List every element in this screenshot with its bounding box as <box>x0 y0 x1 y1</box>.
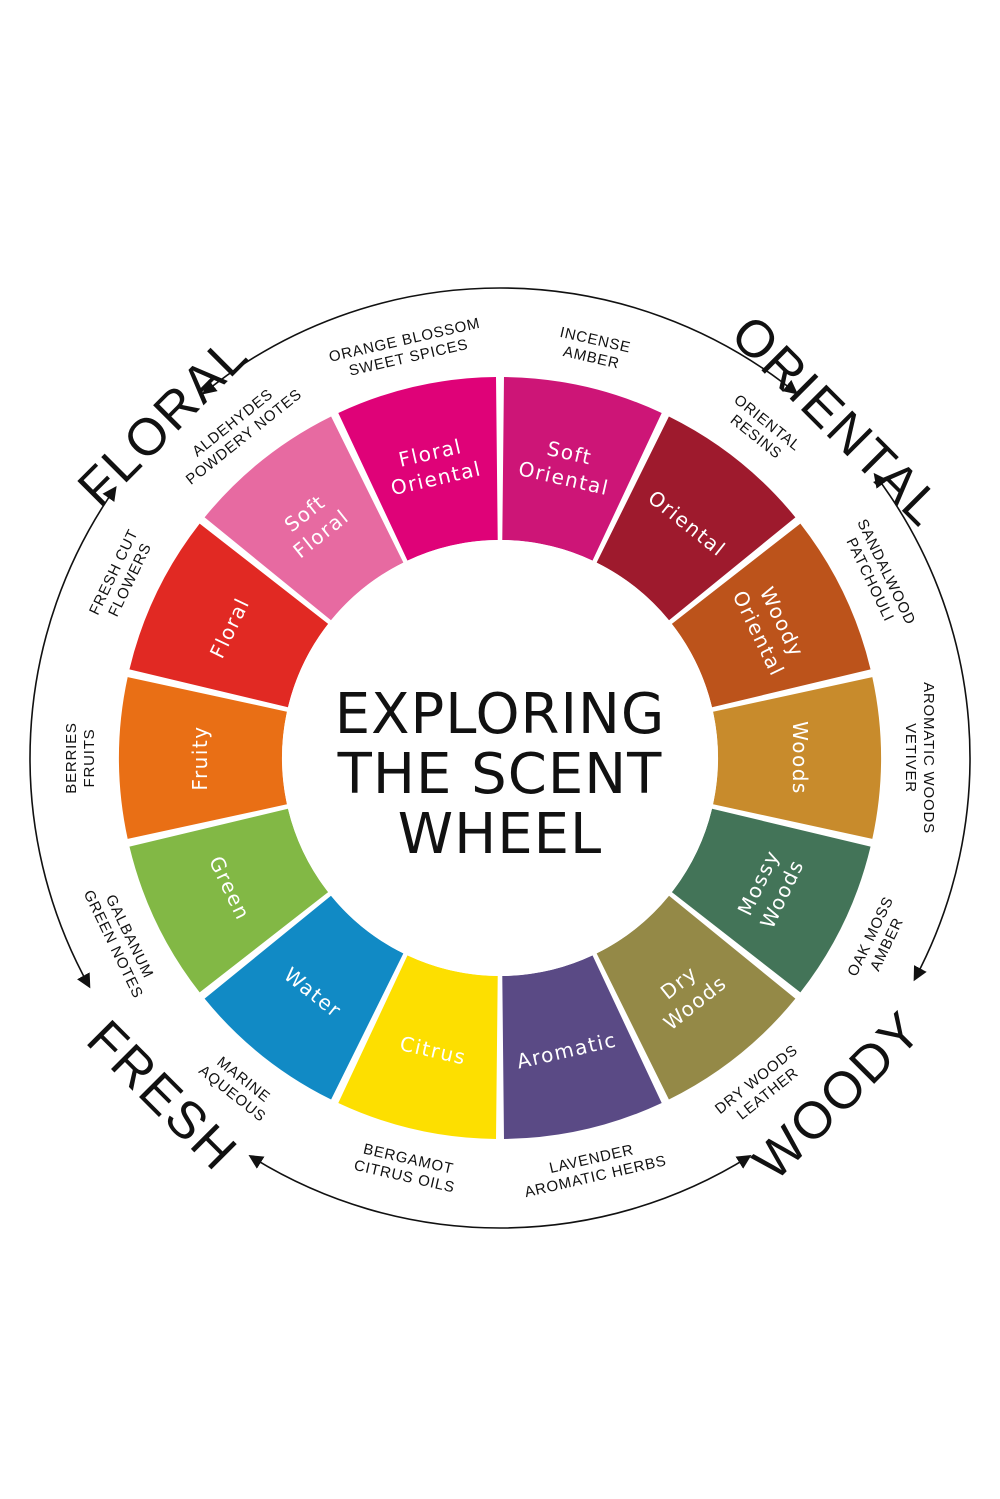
note-label: BERRIESFRUITS <box>63 722 98 793</box>
title-line-2: THE SCENT <box>337 742 663 807</box>
segment-mossy-woods <box>671 808 871 993</box>
segment-green <box>129 808 329 993</box>
segment-soft-floral <box>204 416 404 621</box>
segment-aromatic <box>502 955 662 1139</box>
note-label: BERGAMOTCITRUS OILS <box>352 1139 460 1196</box>
segment-water <box>204 895 404 1100</box>
segment-floral-oriental <box>338 377 498 561</box>
title-line-3: WHEEL <box>398 802 602 867</box>
note-label: INCENSEAMBER <box>554 324 632 374</box>
segment-woody-oriental <box>671 523 871 708</box>
segment-oriental <box>596 416 796 621</box>
note-label: ORANGE BLOSSOMSWEET SPICES <box>327 315 485 384</box>
title-line-1: EXPLORING <box>335 682 666 747</box>
wheel-segments: SoftOrientalOrientalWoodyOrientalWoodsMo… <box>119 377 881 1139</box>
segment-label: Woods <box>788 721 812 795</box>
family-arrows <box>29 287 971 1229</box>
family-arrow <box>29 486 117 989</box>
family-arrow <box>248 1155 752 1229</box>
segment-woods <box>713 677 881 839</box>
note-label: OAK MOSSAMBER <box>844 894 913 987</box>
family-arrow <box>873 472 971 982</box>
segment-dry-woods <box>596 895 796 1100</box>
segment-citrus <box>338 955 498 1139</box>
segment-fruity <box>119 677 287 839</box>
segment-floral <box>129 523 329 708</box>
family-arrow <box>201 287 799 395</box>
note-label: AROMATIC WOODSVETIVER <box>902 682 937 834</box>
note-label: FRESH CUTFLOWERS <box>86 526 158 625</box>
wheel-center: EXPLORING THE SCENT WHEEL <box>282 540 718 976</box>
segment-soft-oriental <box>502 377 662 561</box>
segment-label: Fruity <box>188 725 212 790</box>
note-label: LAVENDERAROMATIC HERBS <box>519 1135 668 1201</box>
